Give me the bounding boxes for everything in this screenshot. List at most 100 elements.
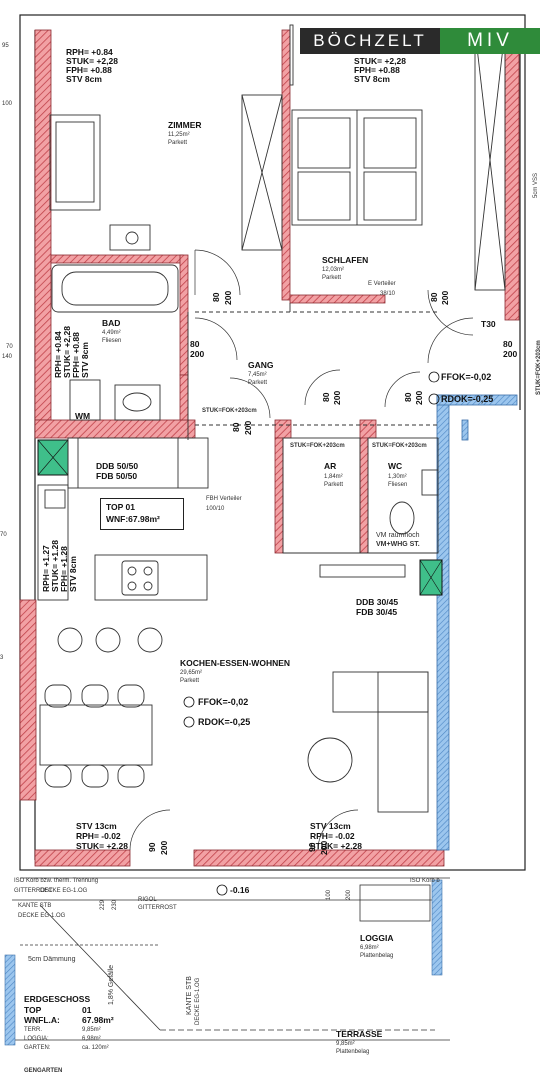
room-name-bad: BAD xyxy=(102,318,121,328)
legend-top-value: 01 xyxy=(82,1005,92,1015)
dim-200-bad: 200 xyxy=(190,349,205,359)
level-markers xyxy=(183,371,440,896)
terrace xyxy=(12,877,450,1041)
dim-80-ar: 80 xyxy=(321,392,331,402)
windows xyxy=(436,394,518,851)
room-area-zimmer: 11,25m² xyxy=(168,132,190,138)
zimmer-stv: STV 8cm xyxy=(66,74,102,84)
door-swings xyxy=(129,249,474,851)
dim-200-terrace: 200 xyxy=(346,889,352,900)
room-name-loggia: LOGGIA xyxy=(360,933,394,943)
vm-whg: VM+WHG ST. xyxy=(376,541,420,548)
room-floor-schlafen: Parkett xyxy=(322,275,342,281)
ffok-kochen: FFOK=-0,02 xyxy=(198,697,249,707)
dim-200-wc: 200 xyxy=(414,390,424,405)
vm-raumhoch: VM raumhoch xyxy=(376,532,420,539)
dim-200-zimmer: 200 xyxy=(223,290,233,305)
wnf-label: WNF:67.98m² xyxy=(106,514,160,524)
top-label: TOP 01 xyxy=(106,502,135,512)
fdb-5050: FDB 50/50 xyxy=(96,471,138,481)
zimmer-stuk: STUK= +2,28 xyxy=(66,56,118,66)
rigol-label: RIGOL xyxy=(138,897,157,903)
walls xyxy=(19,29,520,867)
dim-230: 230 xyxy=(112,899,118,910)
wm-label: WM xyxy=(75,411,91,421)
room-area-bad: 4,49m² xyxy=(102,330,121,336)
dim-200-t30: 200 xyxy=(503,349,518,359)
brand-name: BÖCHZELT xyxy=(313,31,427,50)
dim-90-left: 90 xyxy=(147,842,157,852)
room-name-terrasse: TERRASSE xyxy=(336,1029,383,1039)
room-name-ar: AR xyxy=(324,461,337,471)
room-area-loggia: 6,98m² xyxy=(360,945,379,951)
rigol-gitterrost: GITTERROST xyxy=(138,905,177,911)
daemmung: 5cm Dämmung xyxy=(28,956,76,963)
room-floor-ar: Parkett xyxy=(324,482,344,488)
ddb-5050: DDB 50/50 xyxy=(96,461,139,471)
dim-200-left: 200 xyxy=(159,840,169,855)
room-name-schlafen: SCHLAFEN xyxy=(322,255,369,265)
schlafen-stuk: STUK= +2,28 xyxy=(354,56,406,66)
decke-small: DECKE EG-1.OG xyxy=(18,913,66,919)
dim-90-right: 90 xyxy=(307,842,317,852)
dim-left-70: 70 xyxy=(6,344,13,350)
dim-100-terrace: 100 xyxy=(326,889,332,900)
dim-80-zimmer: 80 xyxy=(211,292,221,302)
dim-80-bad: 80 xyxy=(190,339,200,349)
brand-sub: MIV xyxy=(440,28,540,54)
e-verteiler: E Verteiler xyxy=(368,281,396,287)
fbh-verteiler: FBH Verteiler xyxy=(206,496,242,502)
room-floor-terrasse: Plattenbelag xyxy=(336,1049,370,1055)
room-area-terrasse: 9,85m² xyxy=(336,1041,355,1047)
legend-wnfl-label: WNFL.A: xyxy=(24,1015,60,1025)
iso-korb: ISO Korb bzw. therm. Trennung xyxy=(14,878,99,884)
ffok-gang: FFOK=-0,02 xyxy=(441,372,492,382)
stuk-fok-wc: STUK=FOK+203cm xyxy=(372,443,427,449)
rph-right: RPH= -0.02 xyxy=(310,831,355,841)
ddb-3045: DDB 30/45 xyxy=(356,597,399,607)
t30-label: T30 xyxy=(481,319,496,329)
bad-stv: STV 8cm xyxy=(80,342,90,378)
dim-200-ar: 200 xyxy=(332,390,342,405)
stv13-right: STV 13cm xyxy=(310,821,351,831)
stv13-left: STV 13cm xyxy=(76,821,117,831)
legend-footer: GENGARTEN xyxy=(24,1068,63,1074)
room-name-kochen: KOCHEN-ESSEN-WOHNEN xyxy=(180,658,291,668)
room-floor-gang: Parkett xyxy=(248,380,268,386)
e-verteiler-size: 38/10 xyxy=(380,291,396,297)
schlafen-stv: STV 8cm xyxy=(354,74,390,84)
stuk-fok-gang: STUK=FOK+203cm xyxy=(202,408,257,414)
dim-left-70b: 70 xyxy=(0,532,7,538)
room-area-wc: 1,30m² xyxy=(388,474,407,480)
room-area-kochen: 29,65m² xyxy=(180,670,203,676)
room-name-gang: GANG xyxy=(248,360,274,370)
room-name-zimmer: ZIMMER xyxy=(168,120,202,130)
room-floor-loggia: Plattenbelag xyxy=(360,953,394,959)
fbh-verteiler-size: 100/10 xyxy=(206,506,225,512)
dim-80-wc: 80 xyxy=(403,392,413,402)
zimmer-rph: RPH= +0.84 xyxy=(66,47,113,57)
legend-terr-label: TERR. xyxy=(24,1027,42,1033)
rph-left: RPH= -0.02 xyxy=(76,831,121,841)
dim-left-140: 140 xyxy=(2,354,13,360)
legend-garten-value: ca. 120m² xyxy=(82,1045,109,1051)
legend-garten-label: GARTEN: xyxy=(24,1045,51,1051)
room-floor-bad: Fliesen xyxy=(102,338,122,344)
kante-stb: KANTE STB xyxy=(18,903,52,909)
dim-80-schlafen: 80 xyxy=(429,292,439,302)
kante-stb-v: KANTE STB xyxy=(186,976,193,1015)
dim-left-100: 100 xyxy=(2,101,13,107)
room-area-gang: 7,45m² xyxy=(248,372,267,378)
fdb-3045: FDB 30/45 xyxy=(356,607,398,617)
terrace-windows xyxy=(4,879,443,1046)
level-minus016: -0.16 xyxy=(230,885,250,895)
room-floor-zimmer: Parkett xyxy=(168,140,188,146)
dim-229: 229 xyxy=(100,899,106,910)
dim-80-kitchen: 80 xyxy=(231,422,241,432)
rdok-gang: RDOK=-0,25 xyxy=(441,394,494,404)
dim-left-95: 95 xyxy=(2,43,9,49)
decke-v: DECKE EG-1.OG xyxy=(195,977,201,1025)
dim-left-3: 3 xyxy=(0,655,4,661)
room-area-schlafen: 12,03m² xyxy=(322,267,345,273)
